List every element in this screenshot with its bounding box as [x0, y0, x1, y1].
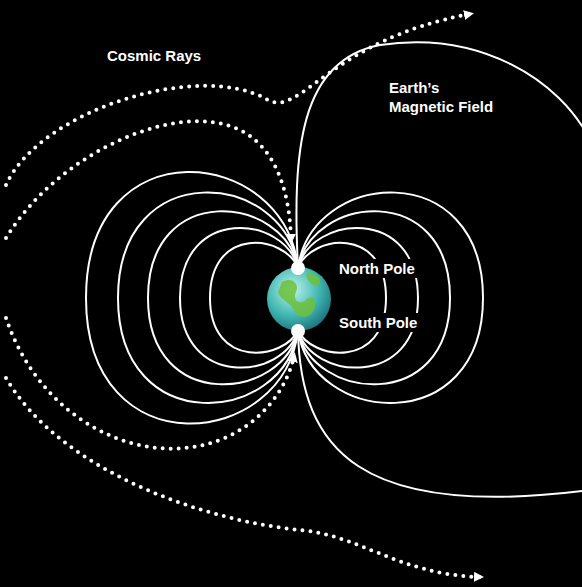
diagram-label: Earth’s Magnetic Field	[386, 78, 504, 116]
diagram-label: North Pole	[336, 259, 418, 278]
diagram-label: South Pole	[336, 313, 420, 332]
earth-globe	[267, 261, 331, 338]
diagram-label: Cosmic Rays	[104, 46, 204, 65]
field-lines	[86, 42, 582, 497]
